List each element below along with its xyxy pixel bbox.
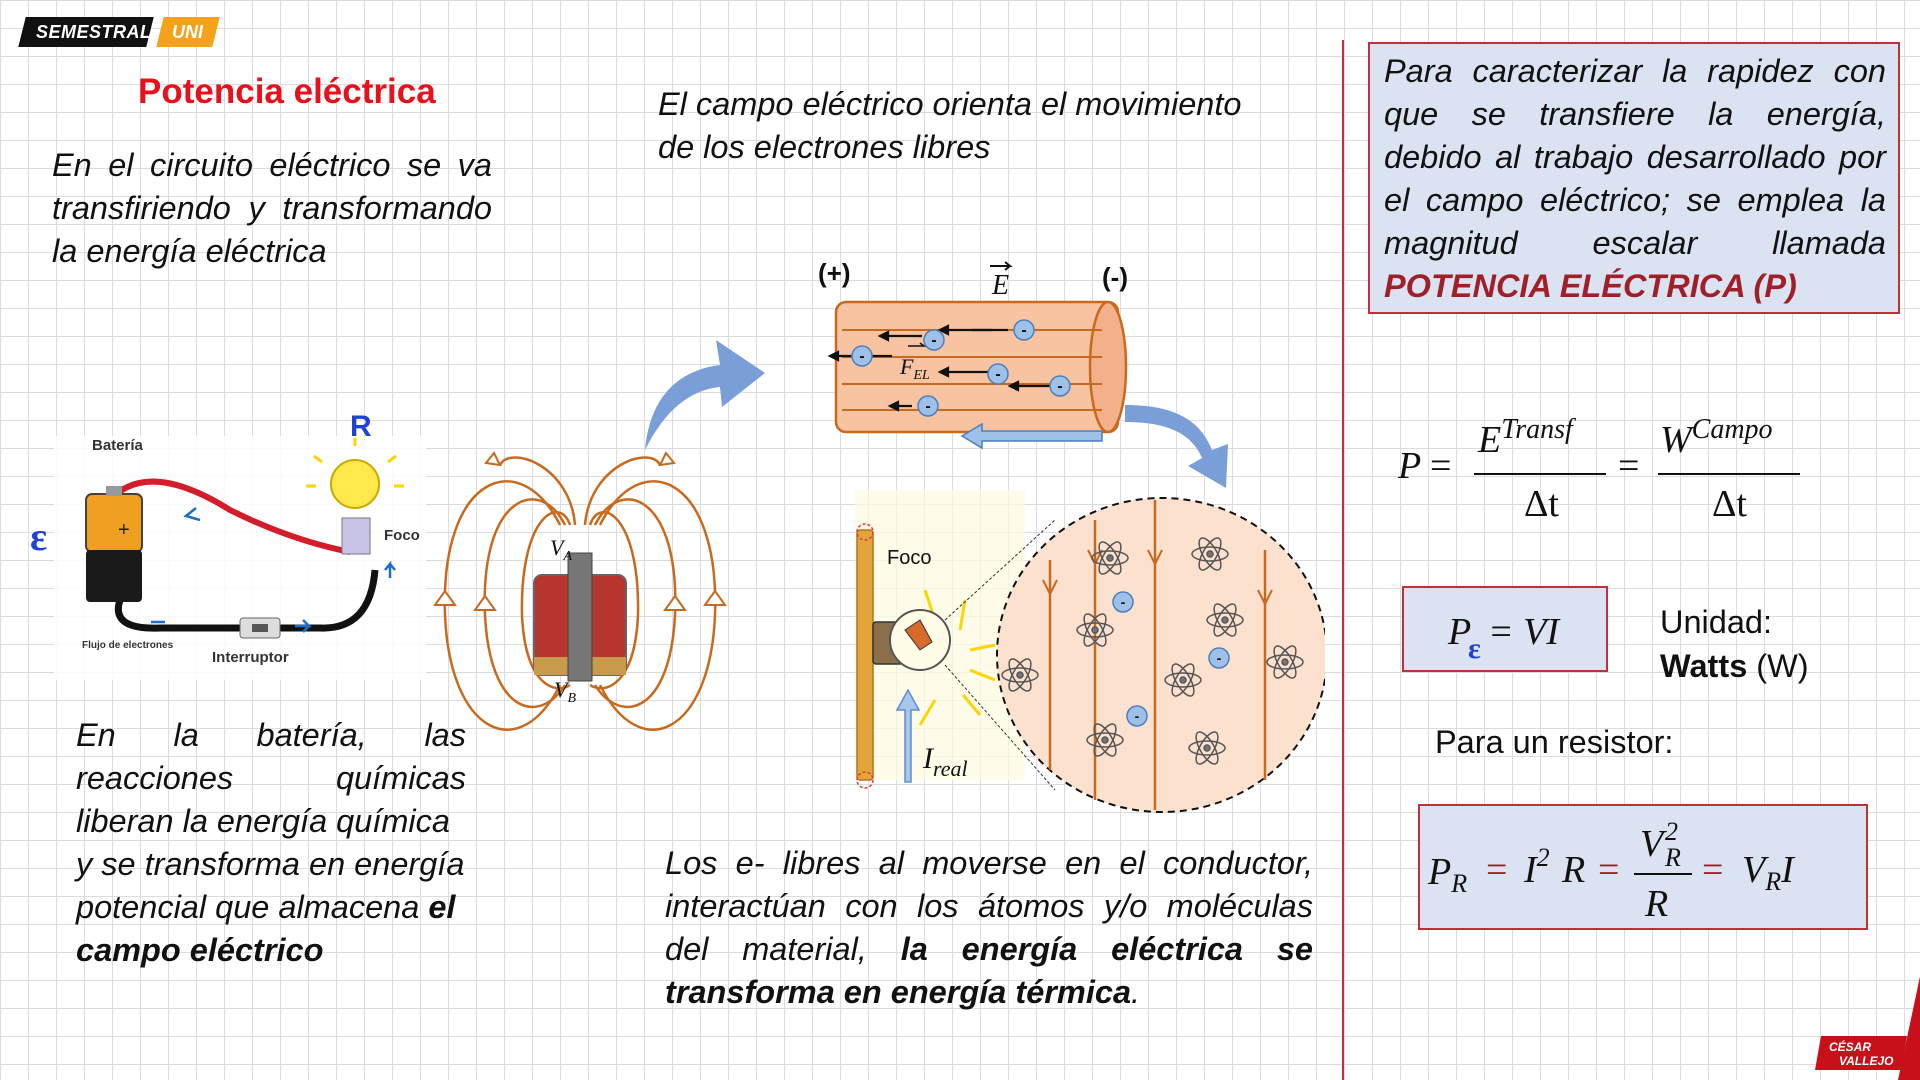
zoom-electron-sign-2: - [1217, 650, 1222, 666]
definition-highlight: POTENCIA ELÉCTRICA (P) [1384, 268, 1797, 304]
bulb-zoom-figure: Foco Ireal - - - [855, 490, 1325, 813]
cesar-vallejo-logo: CÉSAR VALLEJO [1815, 1036, 1907, 1070]
intro-line-3: la energía eléctrica [52, 233, 327, 269]
res-eq-1: = [1486, 849, 1507, 891]
res-v-sub: R [1664, 843, 1681, 872]
zoom-electron-sign-1: - [1121, 594, 1126, 610]
thermal-line-4: transforma en energía térmica. [665, 971, 1313, 1014]
res-i2: I2 [1523, 843, 1550, 891]
battery-text: En la batería, las reacciones químicas l… [76, 714, 466, 972]
res-eq-3: = [1702, 849, 1723, 891]
label-bateria: Batería [92, 437, 144, 454]
resistor-power-formula: PR = I2 R = V 2 R R = VRI [1427, 817, 1796, 925]
label-flujo-electrones: Flujo de electrones [82, 640, 174, 651]
battery-line-1: En la batería, las [76, 717, 466, 753]
footer-logo-line-1: CÉSAR [1829, 1039, 1871, 1054]
formula-eq-1: = [1430, 445, 1451, 487]
battery-line-5: potencial que almacena el [76, 886, 466, 929]
circuit-diagram: + Batería Foco Flujo de electrones Inter… [30, 410, 426, 680]
label-foco-zoom: Foco [887, 547, 931, 569]
logo-text-uni: UNI [172, 22, 203, 42]
label-e-field: E [991, 270, 1009, 301]
unit-text: Unidad: Watts (W) [1660, 600, 1809, 688]
zoom-electron-sign-3: - [1135, 708, 1140, 724]
res-r: R [1561, 849, 1585, 891]
res-v-sup: 2 [1665, 817, 1678, 846]
thermal-line-2: interactúan con los átomos y/o moléculas [665, 888, 1313, 924]
field-line-1: El campo eléctrico orienta el movimiento [658, 86, 1242, 122]
definition-text: Para caracterizar la rapidez con que se … [1384, 50, 1886, 308]
emf-power-p: P [1447, 611, 1471, 653]
field-text: El campo eléctrico orienta el movimiento… [658, 83, 1278, 169]
vertical-divider [1342, 40, 1344, 1080]
res-v-num: V [1640, 823, 1667, 865]
electron-sign-2: - [1021, 322, 1026, 339]
label-plus-terminal: (+) [818, 258, 851, 288]
semestral-uni-logo: SEMESTRAL UNI [18, 17, 220, 47]
res-p: PR [1427, 851, 1467, 898]
battery-field-figure: VA VB [433, 451, 727, 731]
battery-line-6: campo eléctrico [76, 932, 324, 968]
resistor-label: Para un resistor: [1435, 724, 1674, 760]
label-minus-terminal: (-) [1102, 262, 1128, 292]
battery-line-4: y se transforma en energía [76, 846, 465, 882]
electron-sign-4: - [995, 366, 1000, 383]
label-force: FEL [899, 354, 930, 383]
field-line-2: de los electrones libres [658, 129, 991, 165]
thermal-line-3: del material, la energía eléctrica se [665, 928, 1313, 971]
label-r: R [350, 410, 372, 443]
res-den: R [1644, 883, 1668, 925]
resistor-power-box: PR = I2 R = V 2 R R = VRI [1418, 804, 1868, 930]
logo-text-semestral: SEMESTRAL [36, 22, 152, 42]
electron-sign-1: - [931, 332, 936, 349]
res-eq-2: = [1598, 849, 1619, 891]
formula-dt-1: Δt [1524, 483, 1559, 525]
battery-line-3: liberan la energía química [76, 803, 450, 839]
label-foco-circuit: Foco [384, 527, 420, 544]
electron-sign-3: - [859, 348, 864, 365]
battery-plus-sign: + [118, 519, 130, 541]
thermal-line-3b: la energía eléctrica se [900, 931, 1313, 967]
emf-power-formula: P ε = VI [1447, 611, 1561, 665]
footer-logo-line-2: VALLEJO [1839, 1054, 1894, 1068]
intro-line-2: transfiriendo y transformando [52, 190, 492, 226]
label-interruptor: Interruptor [212, 649, 289, 666]
curved-arrow-up [645, 340, 765, 450]
unit-symbol: (W) [1747, 648, 1809, 684]
res-v2: VRI [1742, 849, 1796, 896]
formula-p: P [1397, 445, 1421, 487]
thermal-line-4-end: . [1131, 974, 1141, 1010]
formula-eq-2: = [1618, 445, 1639, 487]
power-formula: P = ETransf Δt = WCampo Δt [1397, 414, 1800, 525]
emf-power-sub: ε [1468, 632, 1481, 665]
unit-label: Unidad: [1660, 604, 1773, 640]
thermal-text: Los e- libres al moverse en el conductor… [665, 842, 1313, 1014]
formula-w: WCampo [1660, 414, 1773, 461]
definition-body: Para caracterizar la rapidez con que se … [1384, 53, 1886, 261]
formula-e: ETransf [1477, 414, 1576, 461]
emf-power-box: P ε = VI [1402, 586, 1608, 672]
electron-sign-5: - [1057, 378, 1062, 395]
page-title: Potencia eléctrica [138, 72, 436, 111]
battery-line-5a: potencial que almacena [76, 889, 429, 925]
formula-dt-2: Δt [1712, 483, 1747, 525]
thermal-line-1: Los e- libres al moverse en el conductor… [665, 845, 1313, 881]
label-emf: ε [30, 514, 47, 559]
battery-line-2: reacciones químicas [76, 760, 466, 796]
label-current: Ireal [922, 742, 968, 781]
electron-sign-6: - [925, 398, 930, 415]
unit-value: Watts (W) [1660, 644, 1809, 688]
conductor-figure: (+) (-) E - - - - - - FEL [818, 258, 1128, 450]
unit-watts: Watts [1660, 648, 1748, 684]
intro-line-1: En el circuito eléctrico se va [52, 147, 492, 183]
emf-power-rest: = VI [1488, 611, 1561, 653]
label-vb: VB [554, 677, 576, 706]
thermal-line-4-bold: transforma en energía térmica [665, 974, 1132, 1010]
curved-arrow-down [1125, 405, 1228, 488]
battery-line-5b: el [428, 889, 456, 925]
thermal-line-3a: del material, [665, 931, 901, 967]
label-va: VA [550, 535, 572, 564]
definition-box: Para caracterizar la rapidez con que se … [1368, 42, 1900, 314]
intro-text: En el circuito eléctrico se va transfiri… [52, 144, 492, 273]
